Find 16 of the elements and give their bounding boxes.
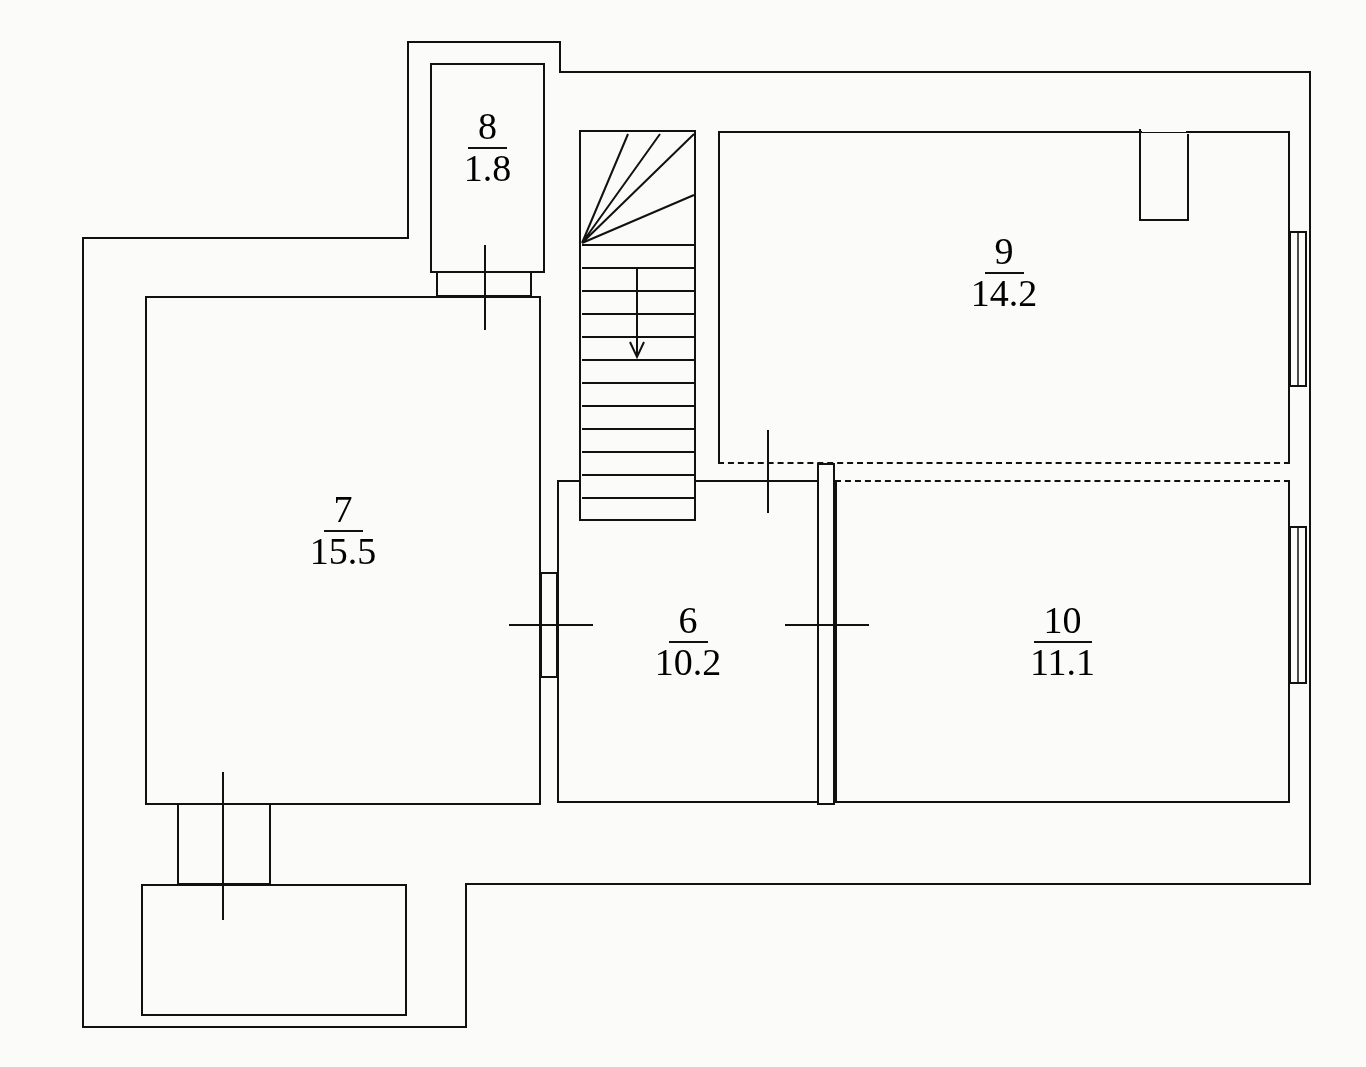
room-area: 11.1 xyxy=(1029,642,1096,683)
room xyxy=(145,296,541,805)
room-number: 10 xyxy=(1033,600,1092,643)
room-area: 15.5 xyxy=(309,531,377,572)
balcony-box xyxy=(141,884,407,1016)
room xyxy=(430,63,545,273)
room xyxy=(557,480,819,803)
room-number: 8 xyxy=(468,107,507,150)
room-area: 10.2 xyxy=(654,642,722,683)
room-area: 14.2 xyxy=(970,273,1038,314)
room xyxy=(718,131,1290,464)
room-number: 7 xyxy=(323,489,363,532)
room-number: 9 xyxy=(984,231,1024,274)
room xyxy=(835,480,1290,803)
room-area: 1.8 xyxy=(463,149,512,189)
room-number: 6 xyxy=(668,600,708,643)
